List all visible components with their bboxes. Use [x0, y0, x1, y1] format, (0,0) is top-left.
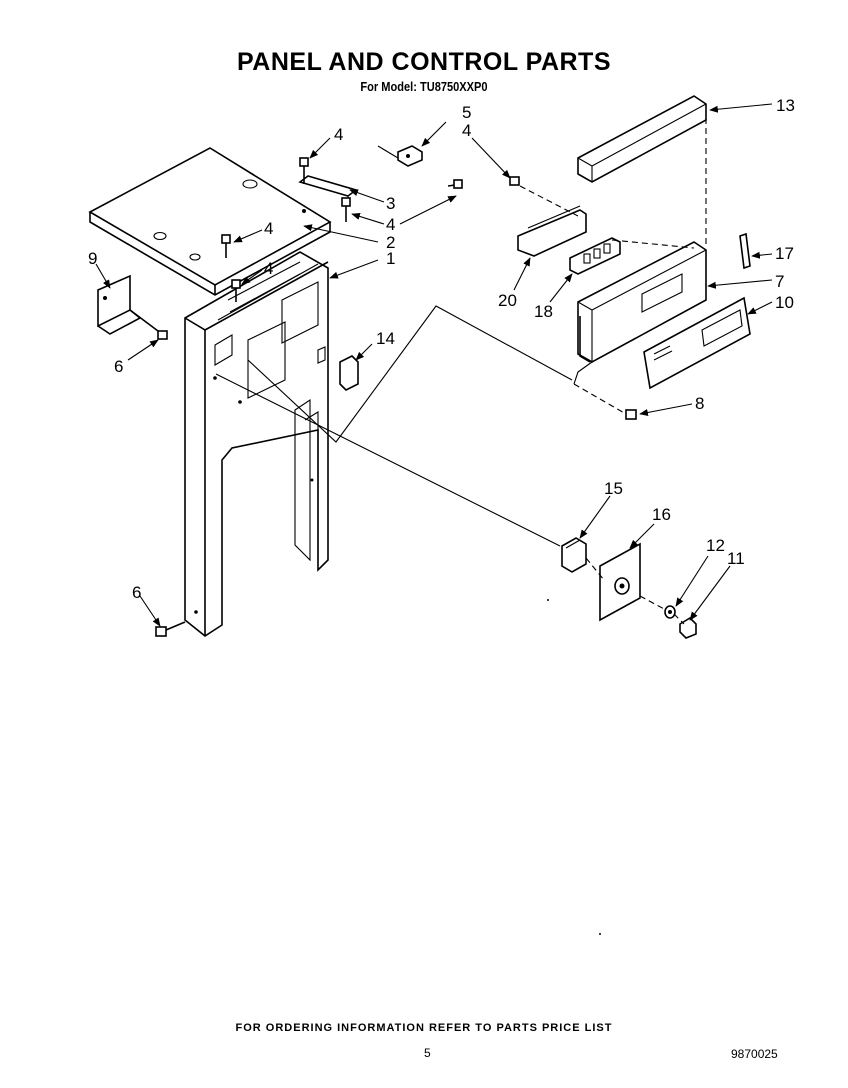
callout-11: 11	[727, 549, 745, 568]
callout-4-lower: 4	[264, 259, 273, 278]
callout-4-right: 4	[462, 121, 471, 140]
callout-13: 13	[776, 96, 795, 115]
callout-17: 17	[775, 244, 794, 263]
screw-4-top	[299, 157, 309, 184]
top-cover-plate	[88, 147, 332, 296]
clip-part-5	[377, 145, 423, 167]
callout-14: 14	[376, 329, 395, 348]
switch-block-part-18	[569, 237, 621, 275]
screw-4-panel	[509, 176, 520, 186]
callout-12: 12	[706, 536, 725, 555]
callout-18: 18	[534, 302, 553, 321]
bracket-part-9	[97, 274, 142, 335]
callout-4-top: 4	[334, 125, 343, 144]
insert-strip-part-17	[739, 232, 751, 270]
callout-7: 7	[775, 272, 784, 291]
ordering-note: FOR ORDERING INFORMATION REFER TO PARTS …	[235, 1022, 613, 1034]
callout-8: 8	[695, 394, 704, 413]
main-frame	[184, 251, 329, 637]
callout-6-upper: 6	[114, 357, 123, 376]
control-panel-part-7	[573, 241, 707, 385]
screw-4-right	[447, 179, 463, 189]
switch-part-15	[561, 537, 587, 573]
callout-15: 15	[604, 479, 623, 498]
callout-3: 3	[386, 194, 395, 213]
switch-part-14	[317, 346, 359, 391]
bracket-part-20	[517, 205, 587, 257]
screw-4-left	[221, 234, 231, 258]
nut-part-11	[679, 616, 697, 639]
page-number: 5	[424, 1046, 431, 1060]
callout-1: 1	[386, 249, 395, 268]
callout-6-lower: 6	[132, 583, 141, 602]
screw-6-upper	[129, 309, 168, 340]
callout-4-left: 4	[264, 219, 273, 238]
callout-2: 2	[386, 233, 395, 252]
page-title: PANEL AND CONTROL PARTS	[236, 48, 611, 76]
screw-4-mid	[341, 197, 351, 222]
callout-5: 5	[462, 103, 471, 122]
callout-9: 9	[88, 249, 97, 268]
callout-20: 20	[498, 291, 517, 310]
screw-6-lower	[155, 621, 186, 637]
washer-part-12	[664, 605, 676, 619]
document-number: 9870025	[731, 1047, 778, 1061]
overlay-part-10	[643, 296, 751, 390]
trim-strip-part-13	[577, 95, 707, 183]
callout-4-mid: 4	[386, 215, 395, 234]
plate-part-16	[599, 542, 641, 622]
callout-10: 10	[775, 293, 794, 312]
screw-part-8	[625, 409, 637, 420]
callout-16: 16	[652, 505, 671, 524]
screw-4-lower	[231, 279, 241, 302]
model-subtitle: For Model: TU8750XXP0	[360, 79, 488, 94]
